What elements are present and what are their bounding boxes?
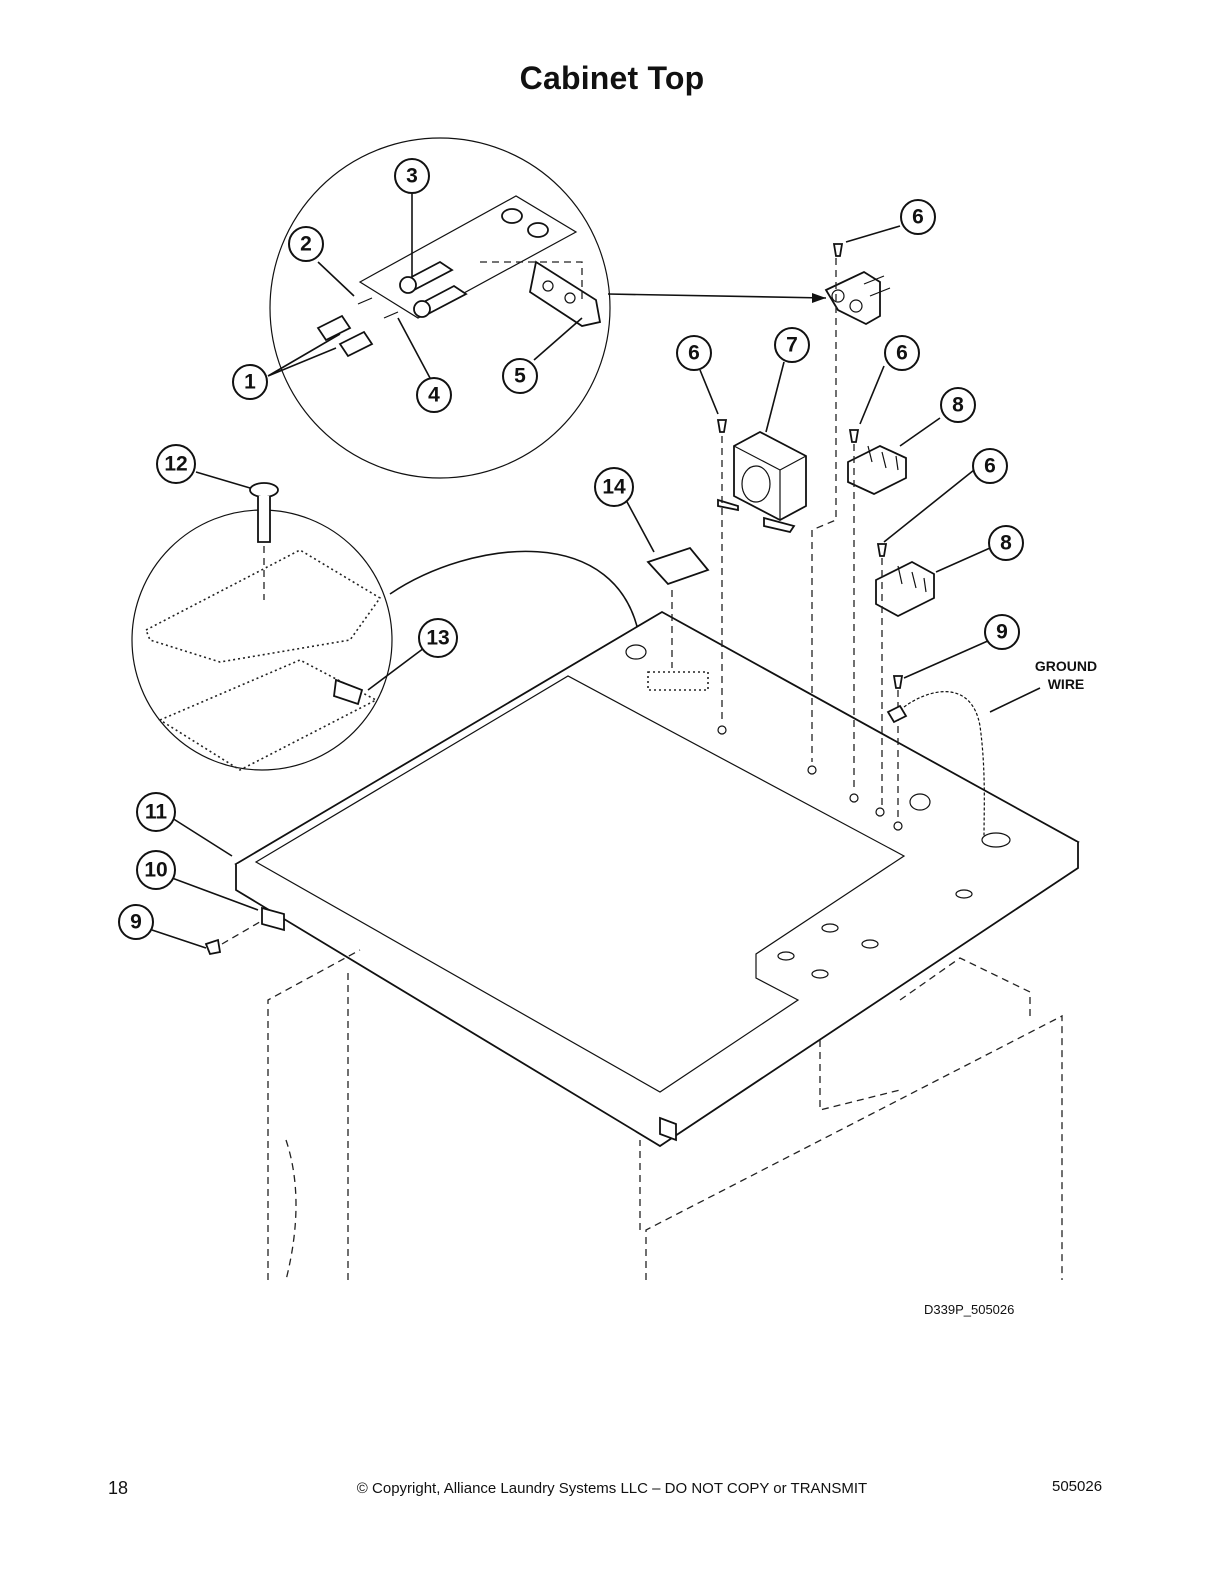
ground-wire bbox=[886, 691, 985, 837]
svg-text:8: 8 bbox=[1000, 532, 1012, 555]
ground-wire-label: GROUND WIRE bbox=[1035, 658, 1097, 692]
copyright-notice: © Copyright, Alliance Laundry Systems LL… bbox=[356, 1480, 868, 1497]
svg-text:5: 5 bbox=[514, 365, 526, 388]
callout-7: 7 bbox=[774, 327, 810, 363]
callout-2: 2 bbox=[288, 226, 324, 262]
svg-text:6: 6 bbox=[984, 455, 996, 478]
relay-part-8-upper bbox=[847, 445, 907, 495]
clip-lower bbox=[659, 1116, 677, 1142]
callout-9-ground: 9 bbox=[984, 614, 1020, 650]
svg-text:9: 9 bbox=[996, 621, 1008, 644]
alignment-lines bbox=[221, 258, 899, 945]
callout-8-lower: 8 bbox=[988, 525, 1024, 561]
callout-10: 10 bbox=[136, 850, 176, 890]
callout-6-relay-lower: 6 bbox=[972, 448, 1008, 484]
label-part-14 bbox=[646, 546, 710, 586]
svg-text:2: 2 bbox=[300, 233, 312, 256]
svg-text:14: 14 bbox=[602, 476, 626, 499]
callout-11: 11 bbox=[136, 792, 176, 832]
callout-13: 13 bbox=[418, 618, 458, 658]
callout-6-top: 6 bbox=[900, 199, 936, 235]
transformer-part-7 bbox=[717, 430, 807, 534]
relay-part-8-lower bbox=[875, 560, 935, 618]
drawing-code: D339P_505026 bbox=[924, 1302, 1015, 1317]
svg-text:6: 6 bbox=[896, 342, 908, 365]
cabinet-top-panel bbox=[234, 610, 1080, 1148]
callout-3: 3 bbox=[394, 158, 430, 194]
cabinet-body-outline bbox=[267, 949, 1063, 1281]
svg-text:9: 9 bbox=[130, 911, 142, 934]
svg-text:10: 10 bbox=[144, 859, 167, 882]
svg-text:12: 12 bbox=[164, 453, 187, 476]
callout-9-left: 9 bbox=[118, 904, 154, 940]
document-number: 505026 bbox=[1052, 1478, 1103, 1495]
svg-text:GROUND: GROUND bbox=[1035, 658, 1097, 674]
callout-4: 4 bbox=[416, 377, 452, 413]
svg-text:13: 13 bbox=[426, 627, 449, 650]
svg-text:WIRE: WIRE bbox=[1048, 676, 1085, 692]
svg-text:6: 6 bbox=[912, 206, 924, 229]
callout-6-relay-upper: 6 bbox=[884, 335, 920, 371]
fuse-holder-detail-view bbox=[269, 137, 827, 479]
svg-text:11: 11 bbox=[145, 801, 168, 824]
callout-1: 1 bbox=[232, 364, 268, 400]
page-number: 18 bbox=[108, 1478, 129, 1498]
callout-8-upper: 8 bbox=[940, 387, 976, 423]
screws bbox=[204, 243, 904, 956]
clip-part-10 bbox=[261, 906, 285, 932]
page-title: Cabinet Top bbox=[519, 60, 705, 96]
leader-lines bbox=[151, 194, 1041, 949]
callout-6-transformer: 6 bbox=[676, 335, 712, 371]
fuse-holder-assembly bbox=[824, 270, 891, 326]
svg-text:6: 6 bbox=[688, 342, 700, 365]
svg-text:1: 1 bbox=[244, 371, 256, 394]
svg-text:8: 8 bbox=[952, 394, 964, 417]
svg-text:7: 7 bbox=[786, 334, 798, 357]
callout-12: 12 bbox=[156, 444, 196, 484]
callout-5: 5 bbox=[502, 358, 538, 394]
screw-part-12 bbox=[249, 482, 279, 600]
callout-14: 14 bbox=[594, 467, 634, 507]
svg-text:4: 4 bbox=[428, 384, 440, 407]
svg-text:3: 3 bbox=[406, 165, 418, 188]
